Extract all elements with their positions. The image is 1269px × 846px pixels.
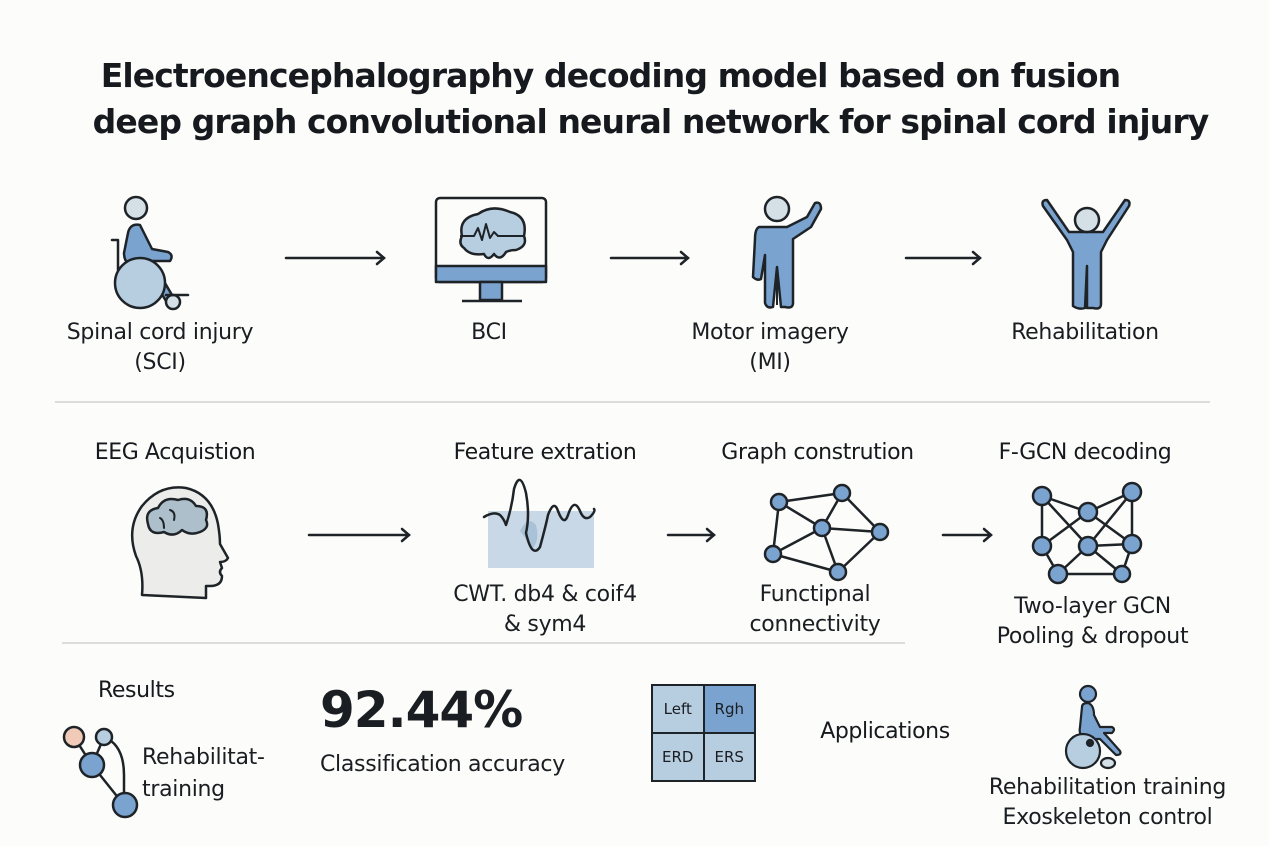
results-heading: Results	[98, 678, 175, 703]
flow-label-mi-line2: (MI)	[749, 350, 791, 375]
arrow-right-icon	[284, 250, 386, 266]
matrix-cell: Left	[653, 686, 703, 732]
applications-line2: Exoskeleton control	[1002, 805, 1213, 830]
matrix-cell: ERS	[704, 734, 754, 780]
accuracy-label: Classification accuracy	[320, 752, 565, 777]
pipeline-caption-feature-line1: CWT. db4 & coif4	[453, 582, 637, 607]
flow-label-rehabilitation: Rehabilitation	[1011, 320, 1159, 345]
flow-label-sci-line2: (SCI)	[134, 350, 186, 375]
pipeline-heading-feature: Feature extration	[453, 440, 637, 465]
applications-text: Rehabilitation training Exoskeleton cont…	[975, 773, 1240, 833]
node-tree-icon	[62, 725, 139, 819]
results-text: Rehabilitat- training	[142, 742, 292, 806]
flow-label-bci: BCI	[471, 320, 507, 345]
flow-label-mi: Motor imagery (MI)	[680, 318, 860, 378]
person-waving-icon	[751, 195, 823, 309]
applications-line1: Rehabilitation training	[988, 775, 1227, 800]
arrow-right-icon	[307, 527, 411, 543]
person-arms-raised-icon	[1041, 198, 1131, 310]
pipeline-heading-eeg: EEG Acquistion	[94, 440, 256, 465]
graph-network-icon	[763, 483, 890, 582]
applications-heading: Applications	[820, 719, 950, 744]
pipeline-heading-graph: Graph constrution	[721, 440, 914, 465]
pipeline-caption-feature-line2: & sym4	[503, 612, 587, 637]
wheelchair-user-icon	[1064, 684, 1122, 770]
section-divider	[55, 401, 1210, 403]
results-text-line1: Rehabilitat-	[142, 745, 265, 770]
title-line-1: Electroencephalography decoding model ba…	[100, 56, 1121, 95]
pipeline-caption-fgcn: Two-layer GCN Pooling & dropout	[985, 592, 1200, 652]
monitor-brain-icon	[434, 196, 548, 303]
pipeline-caption-graph-line2: connectivity	[749, 612, 881, 637]
pipeline-caption-graph: Functipnal connectivity	[720, 580, 910, 640]
pipeline-heading-fgcn: F-GCN decoding	[998, 440, 1172, 465]
flow-label-sci-line1: Spinal cord injury	[66, 320, 254, 345]
matrix-cell: ERD	[653, 734, 703, 780]
confusion-matrix: Left Rgh ERD ERS	[651, 684, 756, 782]
pipeline-caption-fgcn-line2: Pooling & dropout	[996, 624, 1189, 649]
flow-label-sci: Spinal cord injury (SCI)	[40, 318, 280, 378]
accuracy-value: 92.44%	[320, 681, 523, 739]
title-line-2: deep graph convolutional neural network …	[92, 102, 1210, 141]
head-brain-icon	[130, 486, 230, 600]
results-text-line2: training	[142, 777, 225, 802]
arrow-right-icon	[941, 527, 993, 543]
section-divider	[62, 642, 905, 644]
arrow-right-icon	[666, 527, 716, 543]
matrix-cell: Rgh	[704, 686, 754, 732]
wheelchair-user-icon	[110, 195, 190, 311]
arrow-right-icon	[609, 250, 690, 266]
pipeline-caption-fgcn-line1: Two-layer GCN	[1014, 594, 1171, 619]
flow-label-mi-line1: Motor imagery	[691, 320, 849, 345]
pipeline-caption-feature: CWT. db4 & coif4 & sym4	[425, 580, 665, 640]
gcn-network-icon	[1031, 481, 1143, 585]
pipeline-caption-graph-line1: Functipnal	[759, 582, 871, 607]
waveform-icon	[482, 478, 596, 568]
arrow-right-icon	[904, 250, 982, 266]
